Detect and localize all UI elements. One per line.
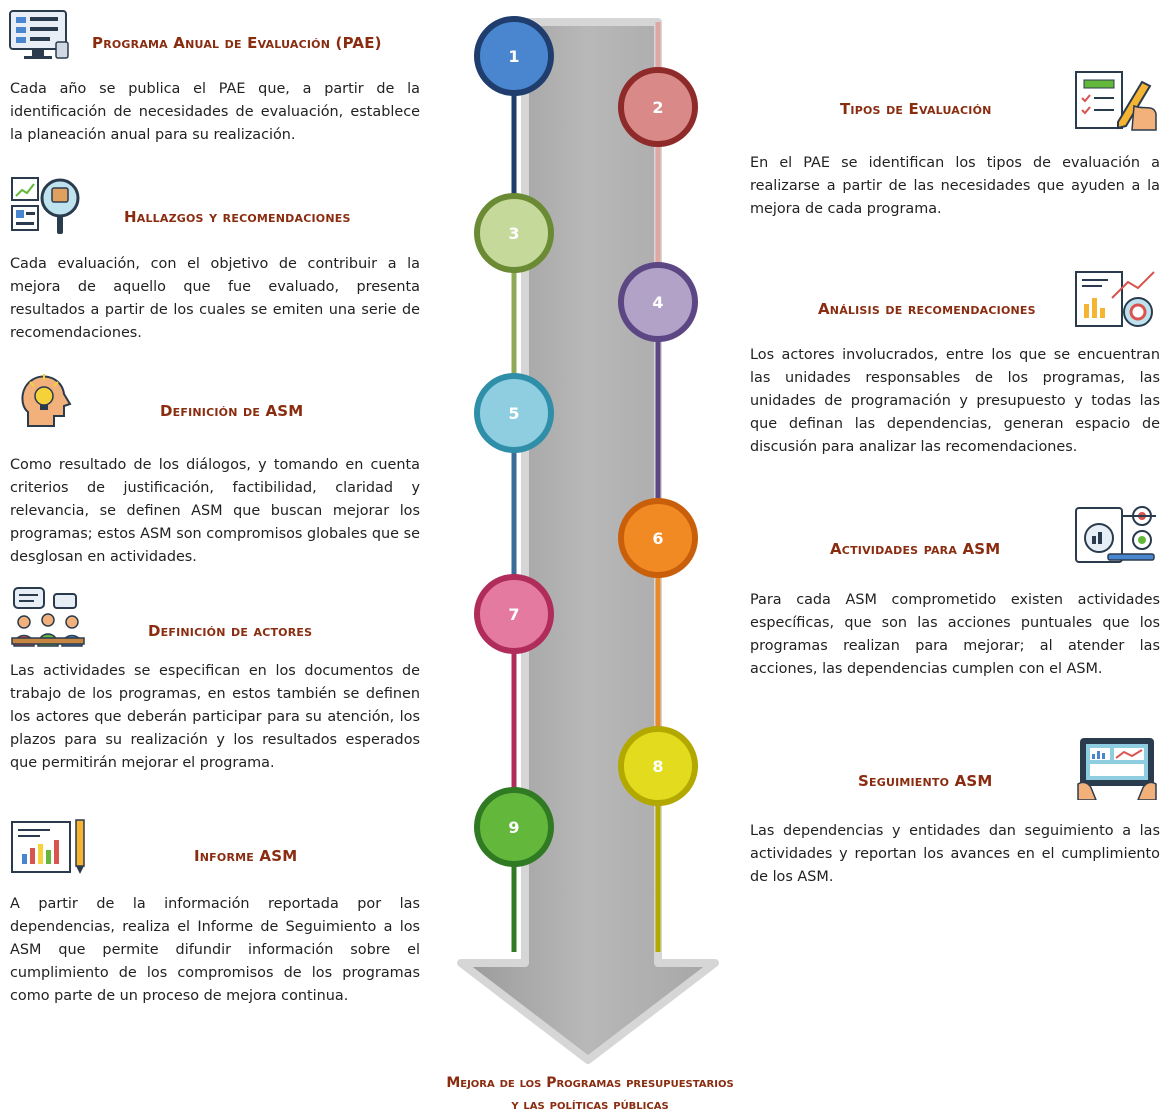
step-1-title: Programa Anual de Evaluación (PAE) <box>92 34 382 52</box>
step-5-text: Como resultado de los diálogos, y tomand… <box>10 457 420 565</box>
step-8-text: Las dependencias y entidades dan seguimi… <box>750 823 1160 885</box>
step-number-6: 6 <box>652 529 663 548</box>
step-7-title: Definición de actores <box>148 622 313 640</box>
step-circle-2: 2 <box>618 67 698 147</box>
monitor-code-icon <box>9 10 69 59</box>
step-number-5: 5 <box>508 404 519 423</box>
step-circle-6: 6 <box>618 498 698 578</box>
report-chart-icon <box>11 819 85 874</box>
step-number-8: 8 <box>652 757 663 776</box>
step-number-3: 3 <box>508 224 519 243</box>
step-9-text: A partir de la información reportada por… <box>10 896 420 1004</box>
step-circle-9: 9 <box>474 787 554 867</box>
step-4-title: Análisis de recomendaciones <box>818 300 1036 318</box>
step-4-text: Los actores involucrados, entre los que … <box>750 347 1160 455</box>
step-number-4: 4 <box>652 293 663 312</box>
step-6-text: Para cada ASM comprometido existen activ… <box>750 592 1160 677</box>
head-lightbulb-icon <box>21 374 72 427</box>
step-number-7: 7 <box>508 605 519 624</box>
step-2-title: Tipos de Evaluación <box>840 100 992 118</box>
step-number-2: 2 <box>652 98 663 117</box>
step-circle-4: 4 <box>618 262 698 342</box>
step-1-text: Cada año se publica el PAE que, a partir… <box>10 81 420 143</box>
step-3-text: Cada evaluación, con el objetivo de cont… <box>10 256 420 341</box>
step-2-text: En el PAE se identifican los tipos de ev… <box>750 155 1160 217</box>
step-7-text: Las actividades se especifican en los do… <box>10 663 420 771</box>
target-tools-icon <box>1075 506 1156 563</box>
step-number-1: 1 <box>508 47 519 66</box>
step-circle-1: 1 <box>474 16 554 96</box>
step-6-title: Actividades para ASM <box>830 540 1001 558</box>
step-circle-7: 7 <box>474 574 554 654</box>
checklist-pen-icon <box>1075 71 1157 131</box>
magnifier-report-icon <box>11 177 80 234</box>
analytics-chart-icon <box>1075 271 1155 327</box>
people-dialogue-icon <box>11 587 85 647</box>
step-circle-5: 5 <box>474 373 554 453</box>
step-number-9: 9 <box>508 818 519 837</box>
step-circle-3: 3 <box>474 193 554 273</box>
step-5-title: Definición de ASM <box>160 402 304 420</box>
step-9-title: Informe ASM <box>194 847 298 865</box>
final-result-line-2: y las políticas públicas <box>511 1097 669 1113</box>
final-result-line-1: Mejora de los Programas presupuestarios <box>446 1075 734 1091</box>
step-8-title: Seguimiento ASM <box>858 772 993 790</box>
step-3-title: Hallazgos y recomendaciones <box>124 208 351 226</box>
tablet-dashboard-icon <box>1077 738 1157 800</box>
step-circle-8: 8 <box>618 726 698 806</box>
final-result-label: Mejora de los Programas presupuestarios … <box>380 1072 800 1116</box>
